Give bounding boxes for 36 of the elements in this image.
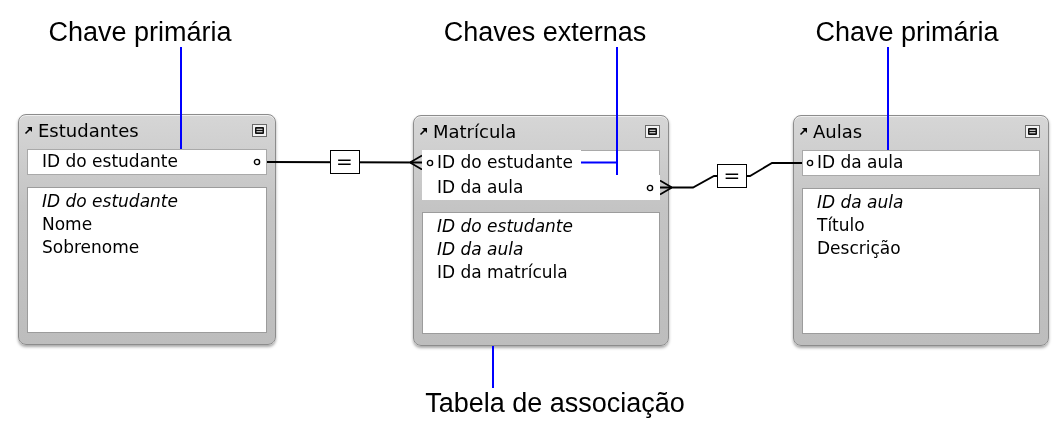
edge-label: = — [329, 150, 360, 175]
callout-label: Chave primária — [815, 17, 999, 47]
leader-line — [492, 345, 494, 389]
field-list-panel — [27, 187, 267, 333]
leader-line — [887, 46, 889, 151]
table-title: Estudantes — [38, 120, 139, 142]
relationship-line — [659, 162, 803, 196]
table-card — [793, 115, 1049, 346]
field-name: ID do estudante — [437, 215, 574, 238]
table-card — [413, 115, 669, 346]
field-name: ID da aula — [817, 151, 904, 174]
field-name: ID da aula — [437, 238, 525, 261]
field-name: ID da aula — [817, 191, 905, 214]
table-title: Matrícula — [433, 121, 517, 143]
key-field-row — [422, 175, 660, 200]
field-name: ID do estudante — [437, 151, 573, 174]
relationship-line — [266, 154, 423, 171]
edge-label: = — [717, 164, 747, 188]
field-name: ID da aula — [437, 176, 524, 199]
field-name: Título — [817, 214, 866, 237]
table-card — [18, 114, 276, 345]
callout-label: Chaves externas — [443, 17, 647, 47]
field-list-panel — [422, 212, 660, 334]
callout-label: Chave primária — [48, 17, 232, 47]
field-name: Sobrenome — [42, 236, 141, 259]
field-name: Nome — [42, 213, 94, 236]
field-name: ID da matrícula — [437, 261, 569, 284]
callout-label: Tabela de associação — [425, 388, 685, 418]
key-field-row — [802, 150, 1040, 176]
field-list-panel — [802, 188, 1040, 334]
table-title: Aulas — [813, 121, 863, 143]
field-name: ID do estudante — [42, 190, 179, 213]
field-name: ID do estudante — [42, 150, 178, 173]
field-name: Descrição — [817, 237, 902, 260]
key-field-row — [27, 149, 267, 175]
leader-line — [180, 46, 182, 150]
